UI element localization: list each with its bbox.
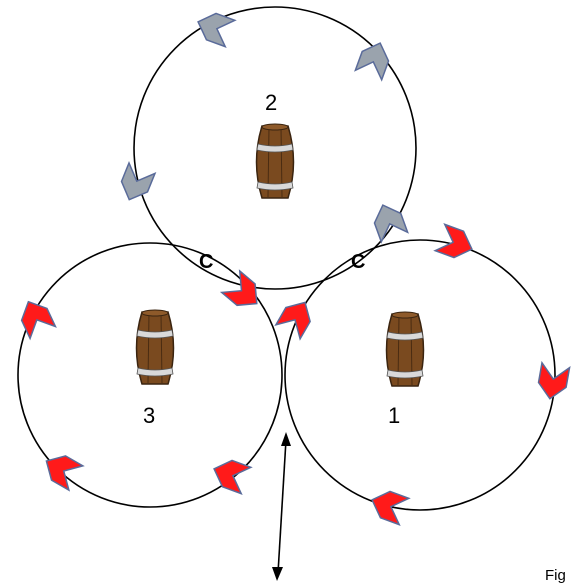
chevron-arrow-icon (208, 454, 252, 495)
circle-label-1: 1 (388, 403, 400, 428)
chevron-arrow-icon (14, 295, 57, 340)
contact-label-right: C (351, 251, 365, 273)
figure-caption: Fig (545, 567, 566, 584)
barrel-icon (385, 311, 425, 387)
chevron-arrow-icon (366, 485, 410, 526)
chevron-arrow-icon (220, 270, 267, 316)
barrel-icon (255, 123, 295, 199)
chevron-arrow-icon (275, 294, 318, 340)
chevron-arrow-icon (535, 362, 571, 402)
circle-3 (17, 242, 283, 508)
contact-label-left: C (199, 251, 213, 273)
circle-label-3: 3 (143, 403, 155, 428)
chevron-arrow-icon (354, 37, 395, 81)
chevron-arrow-icon (434, 223, 478, 264)
circle-label-2: 2 (265, 90, 277, 115)
barrel-icon (135, 309, 175, 385)
chevron-arrow-icon (368, 199, 409, 243)
circle-2 (133, 6, 417, 290)
circle-1 (284, 239, 556, 511)
double-headed-arrow (272, 432, 291, 581)
